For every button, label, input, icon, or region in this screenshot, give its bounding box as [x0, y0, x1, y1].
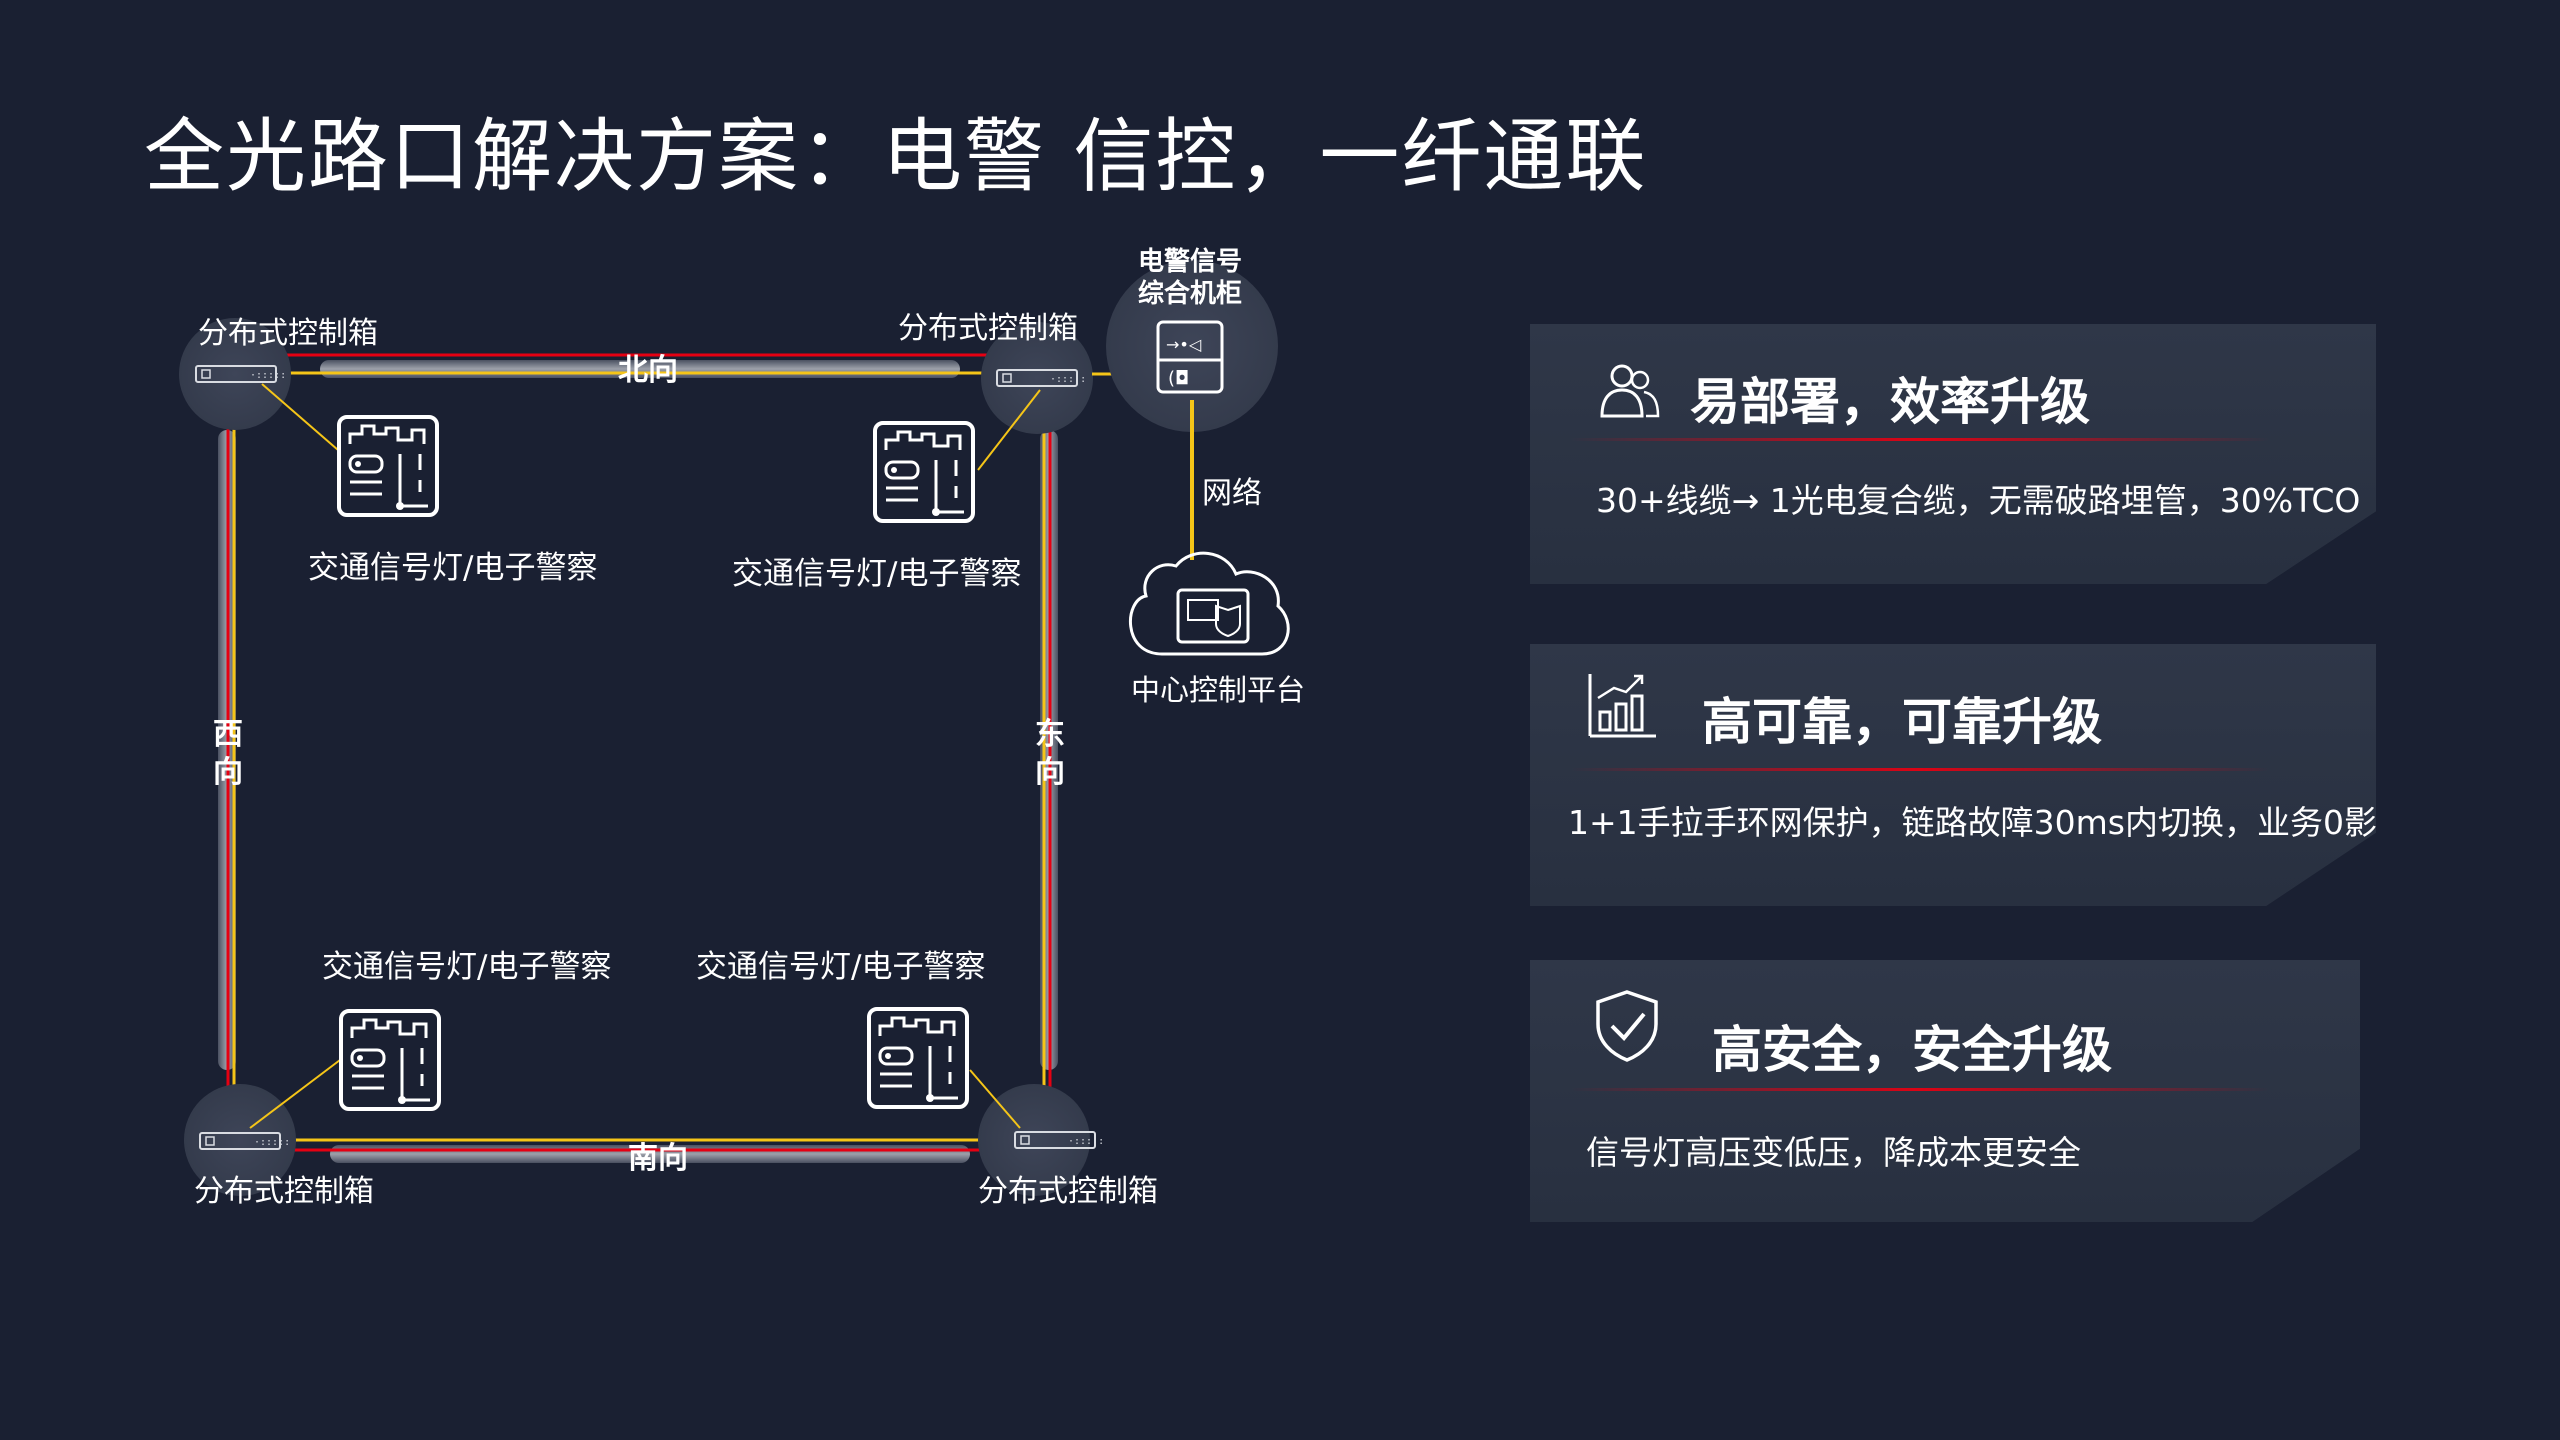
svg-text:·:::::: ·:::::	[250, 370, 286, 381]
cabinet-node: →•◁ (◘	[1106, 260, 1278, 432]
intersection-diagram: 北向 南向 西向 东向 ·::::: ·::::: ·::::: ·::::: …	[179, 246, 1305, 1209]
cabinet-icon	[1156, 320, 1224, 394]
svg-text:(◘: (◘	[1168, 368, 1189, 389]
card-2-description: 1+1手拉手环网保护，链路故障30ms内切换，业务0影响	[1568, 803, 2410, 842]
north-label: 北向	[618, 353, 678, 388]
west-label: 西向	[213, 717, 243, 790]
network-label: 网络	[1202, 476, 1262, 511]
control-box-label-se: 分布式控制箱	[978, 1174, 1158, 1209]
signal-icon-sw	[339, 1009, 441, 1111]
control-box-sw: ·:::::	[184, 1084, 296, 1196]
card-3-description: 信号灯高压变低压，降成本更安全	[1586, 1133, 2081, 1172]
card-3-title: 高安全，安全升级	[1712, 1021, 2112, 1079]
svg-text:→•◁: →•◁	[1166, 335, 1202, 354]
signal-icon-ne	[873, 421, 975, 523]
signal-label-sw: 交通信号灯/电子警察	[322, 949, 611, 985]
svg-text:·:::::: ·:::::	[1050, 374, 1086, 385]
signal-label-se: 交通信号灯/电子警察	[696, 949, 985, 985]
svg-text:·:::::: ·:::::	[1068, 1136, 1104, 1147]
control-box-label-ne: 分布式控制箱	[898, 311, 1078, 346]
card-2-title: 高可靠，可靠升级	[1702, 693, 2102, 751]
control-box-nw: ·:::::	[179, 318, 291, 430]
card-2-divider	[1570, 768, 2270, 771]
cabinet-label-line2: 综合机柜	[1138, 278, 1242, 309]
card-1-description: 30+线缆→ 1光电复合缆，无需破路埋管，30%TCO ↓	[1596, 481, 2399, 520]
shield-check-icon	[1596, 990, 1658, 1062]
feature-card-secure: 高安全，安全升级 信号灯高压变低压，降成本更安全	[1530, 960, 2360, 1222]
signal-label-ne: 交通信号灯/电子警察	[732, 556, 1021, 592]
control-box-label-nw: 分布式控制箱	[198, 316, 378, 351]
south-label: 南向	[628, 1141, 688, 1176]
card-1-divider	[1570, 438, 2270, 441]
card-3-divider	[1570, 1088, 2270, 1091]
card-1-title: 易部署，效率升级	[1690, 373, 2090, 431]
platform-label: 中心控制平台	[1131, 673, 1305, 707]
cloud-icon	[1128, 551, 1290, 656]
feature-card-reliable: 高可靠，可靠升级 1+1手拉手环网保护，链路故障30ms内切换，业务0影响	[1530, 644, 2376, 906]
fiber-ring	[218, 353, 1058, 1163]
people-icon	[1600, 364, 1660, 418]
svg-text:·:::::: ·:::::	[254, 1137, 290, 1148]
signal-icon-nw	[337, 415, 439, 517]
feature-card-deploy: 易部署，效率升级 30+线缆→ 1光电复合缆，无需破路埋管，30%TCO ↓	[1530, 324, 2376, 584]
page-title: 全光路口解决方案：电警 信控，一纤通联	[144, 110, 1648, 203]
signal-icon-se	[867, 1007, 969, 1109]
east-label: 东向	[1035, 717, 1065, 790]
signal-label-nw: 交通信号灯/电子警察	[308, 550, 597, 586]
bar-chart-icon	[1588, 674, 1656, 738]
cabinet-label-line1: 电警信号	[1138, 246, 1242, 277]
control-box-label-sw: 分布式控制箱	[194, 1174, 374, 1209]
control-box-ne: ·:::::	[981, 322, 1093, 434]
